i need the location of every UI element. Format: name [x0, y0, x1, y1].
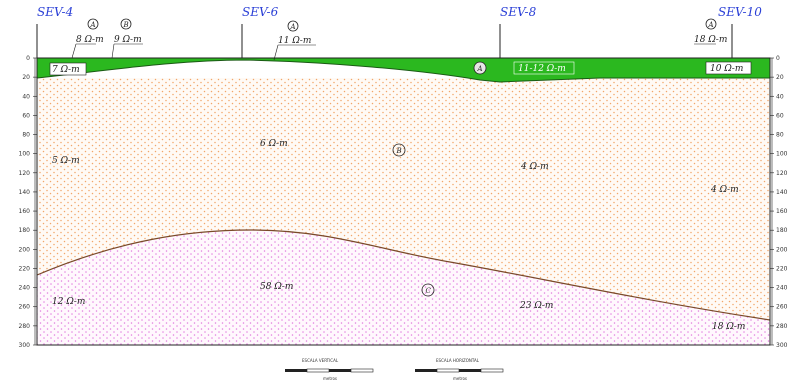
right-depth-tick-label: 20 [776, 74, 784, 81]
right-depth-tick-label: 260 [776, 304, 788, 311]
layer-b-marker-text-top: B [123, 21, 129, 29]
left-depth-tick-label: 300 [19, 342, 31, 349]
layer-c-label-mid-right: 23 Ω-m [519, 301, 553, 311]
layer-a-marker-text-mid: A [477, 65, 483, 73]
horizontal-scale-caption: ESCALA HORIZONTAL [436, 358, 480, 363]
right-depth-tick-label: 220 [776, 265, 788, 272]
left-depth-tick-label: 160 [19, 208, 31, 215]
right-depth-tick-label: 60 [776, 112, 784, 119]
left-depth-tick-label: 260 [19, 304, 31, 311]
left-depth-tick-label: 180 [19, 227, 31, 234]
top-resistivity-4: 18 Ω-m [694, 35, 727, 45]
right-depth-axis: 0 20 40 60 80 100 120 140 160 180 200 220 240 260 280 3… [770, 55, 788, 349]
right-depth-tick-label: 80 [776, 132, 784, 139]
left-depth-tick-label: 280 [19, 323, 31, 330]
right-depth-tick-label: 160 [776, 208, 788, 215]
layer-a-label-mid: 11-12 Ω-m [518, 64, 566, 74]
layer-b-label-left: 5 Ω-m [52, 156, 80, 166]
layer-c-label-left: 12 Ω-m [52, 297, 85, 307]
layer-a-circle-marker-sev10 [705, 18, 717, 30]
sev-6-label: SEV-6 [242, 5, 279, 19]
layer-a-marker-text-sev6: A [290, 23, 296, 31]
layer-a-label-right: 10 Ω-m [710, 64, 743, 74]
sev-4-label: SEV-4 [37, 5, 73, 19]
right-depth-tick-label: 280 [776, 323, 788, 330]
layer-c-circle-marker [421, 283, 435, 297]
layer-b-label-center: 6 Ω-m [260, 139, 288, 149]
left-depth-tick-label: 40 [22, 93, 30, 100]
vertical-scale-caption: ESCALA VERTICAL [302, 358, 339, 363]
top-resistivity-3: 11 Ω-m [278, 36, 311, 46]
horizontal-scale-unit: metros [453, 376, 467, 381]
right-depth-tick-label: 120 [776, 170, 788, 177]
sev-10-label: SEV-10 [718, 5, 762, 19]
layer-a-marker-text-sev10: A [708, 21, 714, 29]
right-depth-tick-label: 180 [776, 227, 788, 234]
layer-a-label-left: 7 Ω-m [52, 65, 80, 75]
left-depth-tick-label: 140 [19, 189, 31, 196]
layer-c-label-right: 18 Ω-m [712, 322, 745, 332]
vertical-scale-unit: metros [323, 376, 337, 381]
left-depth-tick-label: 0 [26, 55, 30, 62]
left-depth-tick-label: 120 [19, 170, 31, 177]
layer-a-circle-marker [87, 18, 99, 30]
layer-b-circle-marker [392, 143, 406, 157]
top-resistivity-1: 8 Ω-m [76, 35, 104, 45]
vertical-scale-bar: ESCALA VERTICAL metros [285, 358, 374, 381]
left-depth-tick-label: 220 [19, 265, 31, 272]
right-depth-tick-label: 0 [776, 55, 780, 62]
layer-c-area [37, 230, 770, 345]
right-depth-tick-label: 300 [776, 342, 788, 349]
left-depth-tick-label: 60 [22, 112, 30, 119]
right-depth-tick-label: 100 [776, 151, 788, 158]
right-depth-tick-label: 240 [776, 285, 788, 292]
layer-a-circle-marker-sev6 [287, 20, 299, 32]
boundary-a-b [36, 59, 770, 83]
layer-b-area [37, 78, 770, 320]
layer-b-circle-marker-top [120, 18, 132, 30]
right-depth-tick-label: 140 [776, 189, 788, 196]
section-frame [36, 57, 771, 346]
layer-c-marker-text: C [426, 287, 432, 295]
layer-b-label-mid-right: 4 Ω-m [520, 162, 549, 172]
horizontal-scale-bar: ESCALA HORIZONTAL metros [415, 358, 504, 381]
layer-a-area [37, 58, 770, 82]
right-depth-tick-label: 200 [776, 246, 788, 253]
boundary-b-c [36, 229, 771, 321]
layer-a-marker-text: A [90, 21, 96, 29]
top-resistivity-2: 9 Ω-m [114, 35, 142, 45]
layer-b-marker-text: B [396, 147, 402, 155]
left-depth-tick-label: 80 [22, 132, 30, 139]
left-depth-tick-label: 200 [19, 246, 31, 253]
layer-c-label-center: 58 Ω-m [260, 282, 293, 292]
left-depth-axis: 0 20 40 60 80 100 120 140 160 180 200 220 240 260 280 3… [19, 55, 37, 349]
layer-b-label-right: 4 Ω-m [710, 185, 739, 195]
left-depth-tick-label: 100 [19, 151, 31, 158]
layer-a-circle-marker-mid [473, 61, 487, 75]
right-depth-tick-label: 40 [776, 93, 784, 100]
left-depth-tick-label: 20 [22, 74, 30, 81]
sev-8-label: SEV-8 [500, 5, 537, 19]
left-depth-tick-label: 240 [19, 285, 31, 292]
